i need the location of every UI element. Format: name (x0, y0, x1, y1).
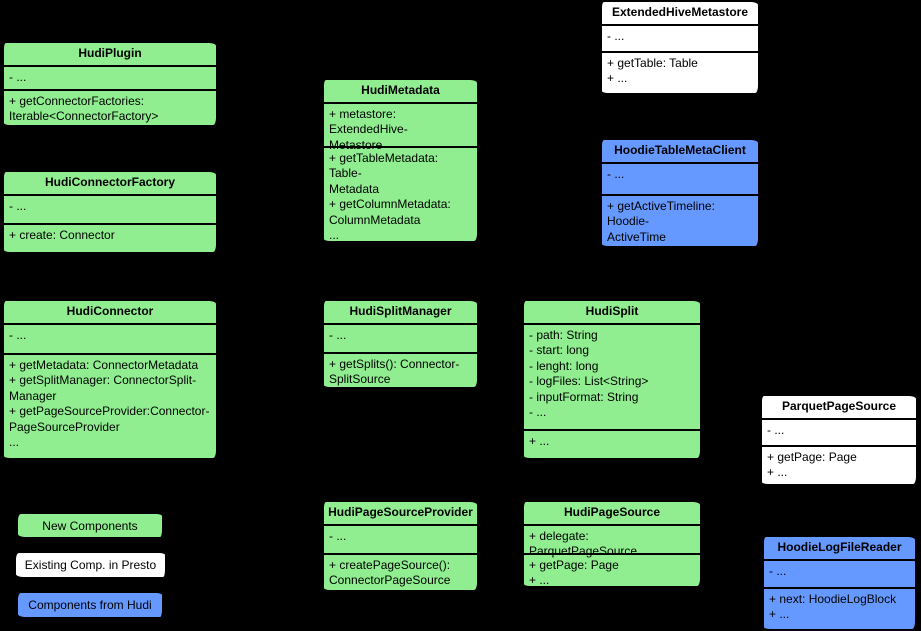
class-box-hoodielogfilereader: HoodieLogFileReader - ... + next: Hoodie… (762, 535, 917, 631)
class-box-hudisplit: HudiSplit - path: String - start: long -… (522, 299, 702, 460)
class-methods: + getPage: Page + ... (529, 557, 619, 587)
class-attributes: - ... (764, 561, 915, 589)
class-methods: + getMetadata: ConnectorMetadata + getSp… (9, 357, 210, 450)
class-title: HoodieLogFileReader (764, 537, 915, 561)
class-box-hudipagesource: HudiPageSource + delegate: ParquetPageSo… (522, 500, 702, 588)
class-attributes: - ... (324, 325, 477, 354)
class-attributes: - path: String - start: long - lenght: l… (524, 325, 700, 431)
class-box-hudiconnector: HudiConnector - ... + getMetadata: Conne… (2, 299, 218, 460)
class-box-hudiplugin: HudiPlugin - ... + getConnectorFactories… (2, 41, 218, 127)
class-title: HudiSplit (524, 301, 700, 325)
class-attributes: - ... (4, 67, 216, 91)
legend-item-from-hudi: Components from Hudi (16, 591, 164, 619)
class-attributes: - ... (324, 526, 477, 555)
class-methods: + getPage: Page + ... (767, 449, 857, 480)
class-box-extendedhivemetastore: ExtendedHiveMetastore - ... + getTable: … (600, 0, 760, 95)
class-box-hoodietablemetaclient: HoodieTableMetaClient - ... + getActiveT… (600, 138, 760, 248)
legend-label: Existing Comp. in Presto (24, 558, 157, 572)
class-title: HoodieTableMetaClient (602, 140, 758, 164)
class-box-hudimetadata: HudiMetadata + metastore: ExtendedHive- … (322, 78, 479, 243)
class-attributes: - ... (762, 420, 916, 447)
class-box-hudisplitmanager: HudiSplitManager - ... + getSplits(): Co… (322, 299, 479, 389)
class-attributes: + metastore: ExtendedHive- Metastore (324, 104, 477, 152)
class-methods: + getSplits(): Connector- SplitSource (329, 356, 460, 387)
class-title: HudiPlugin (4, 43, 216, 67)
class-box-hudiconnectorfactory: HudiConnectorFactory - ... + create: Con… (2, 170, 218, 254)
class-methods: + getTableMetadata: Table- Metadata + ge… (329, 150, 451, 242)
class-box-parquetpagesource: ParquetPageSource - ... + getPage: Page … (760, 394, 918, 486)
legend-label: Components from Hudi (28, 598, 152, 612)
class-title: ExtendedHiveMetastore (602, 2, 758, 26)
class-title: HudiSplitManager (324, 301, 477, 325)
class-methods: + getTable: Table + ... (607, 55, 698, 86)
class-title: HudiPageSourceProvider (324, 502, 477, 526)
class-methods: + next: HoodieLogBlock + ... (769, 591, 897, 622)
class-attributes: - ... (602, 164, 758, 196)
class-title: ParquetPageSource (762, 396, 916, 420)
class-methods: + ... (529, 433, 550, 448)
class-methods: + getActiveTimeline: Hoodie- ActiveTime … (607, 198, 715, 247)
class-attributes: - ... (4, 325, 216, 355)
legend-item-existing-presto: Existing Comp. in Presto (14, 551, 167, 579)
class-attributes: + delegate: ParquetPageSource (524, 526, 700, 558)
class-box-hudipagesourceprovider: HudiPageSourceProvider - ... + createPag… (322, 500, 479, 592)
class-title: HudiConnector (4, 301, 216, 325)
class-attributes: - ... (602, 26, 758, 53)
class-methods: + createPageSource(): ConnectorPageSourc… (329, 557, 451, 588)
class-title: HudiConnectorFactory (4, 172, 216, 196)
class-title: HudiMetadata (324, 80, 477, 104)
legend-label: New Components (42, 518, 138, 533)
legend-item-new-components: New Components (16, 512, 164, 539)
class-title: HudiPageSource (524, 502, 700, 526)
class-methods: + getConnectorFactories: Iterable<Connec… (9, 93, 159, 124)
class-methods: + create: Connector (9, 227, 115, 242)
class-attributes: - ... (4, 196, 216, 225)
